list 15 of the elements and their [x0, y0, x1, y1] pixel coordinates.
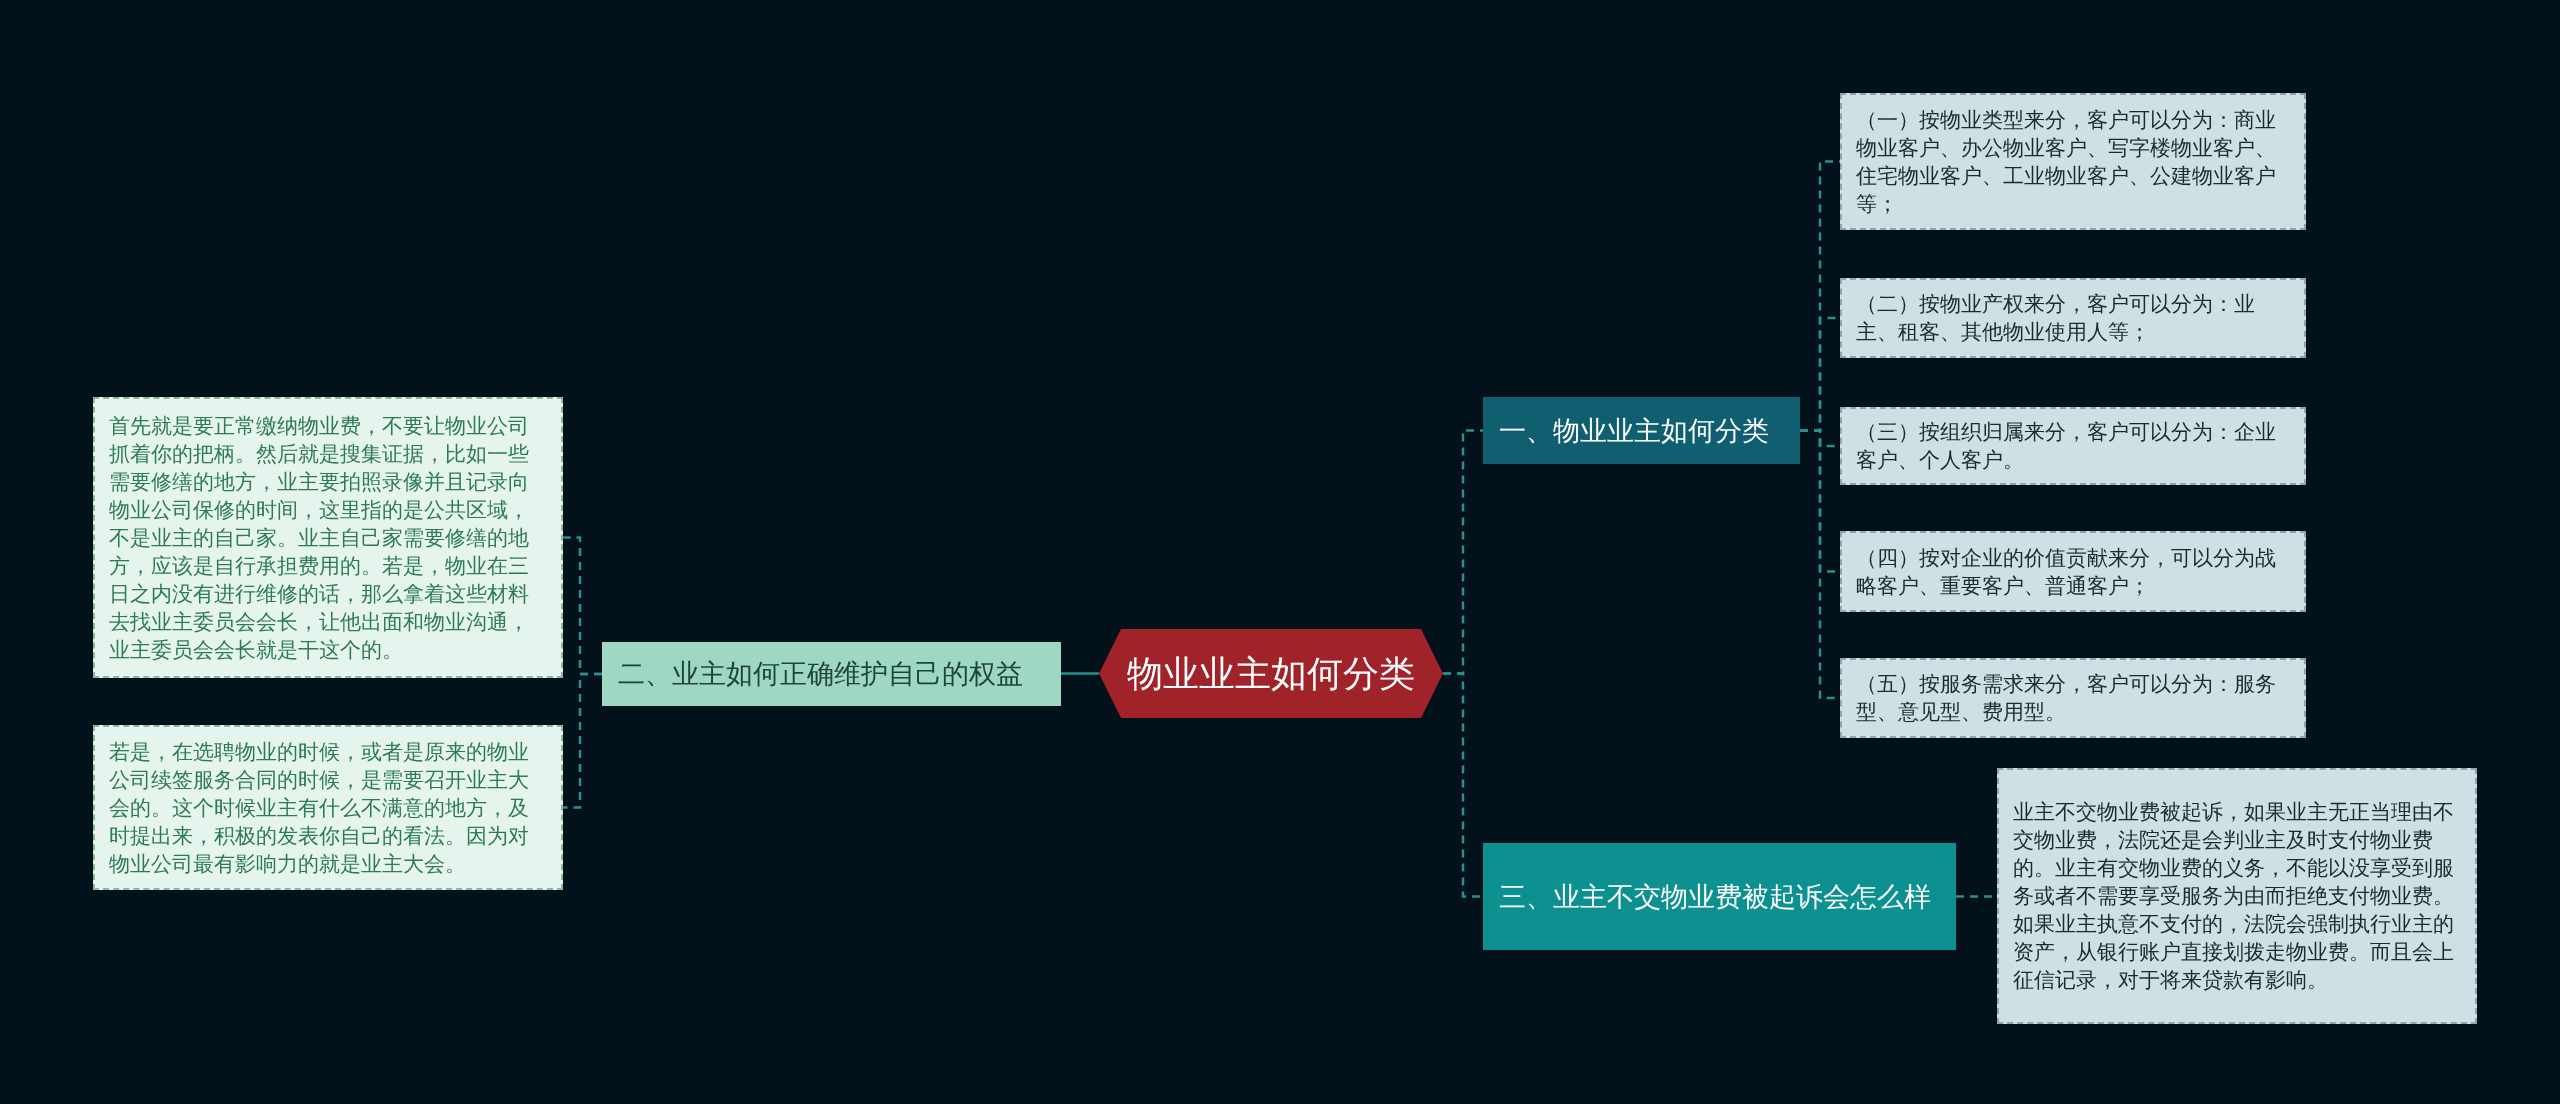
central-topic: 物业业主如何分类: [1099, 629, 1443, 718]
topic-box: 二、业主如何正确维护自己的权益: [602, 642, 1061, 706]
connector-line: [1061, 672, 1099, 675]
text-box: 首先就是要正常缴纳物业费，不要让物业公司抓着你的把柄。然后就是搜集证据，比如一些需要修缮的地方，业主要拍照录像并且记录向物业公司保修的时间，这里指的是公共区域，不是业主的自己家。业主自己家需要修缮的地方，应该是自行承担费用的。若是，物业在三日之内没有进行维修的话，那么拿着这些材料去找业主委员会会长，让他出面和物业沟通，业主委员会会长就是干这个的。: [93, 397, 563, 678]
text-box: （三）按组织归属来分，客户可以分为：企业客户、个人客户。: [1840, 407, 2306, 485]
text-box: 若是，在选聘物业的时候，或者是原来的物业公司续签服务合同的时候，是需要召开业主大会的。这个时候业主有什么不满意的地方，及时提出来，积极的发表你自己的看法。因为对物业公司最有影响力的就是业主大会。: [93, 725, 563, 890]
connector-line: [1443, 672, 1483, 898]
connector-line: [563, 672, 602, 809]
topic-box: 一、物业业主如何分类: [1483, 397, 1800, 464]
topic-box: 三、业主不交物业费被起诉会怎么样: [1483, 843, 1956, 950]
text-box: 业主不交物业费被起诉，如果业主无正当理由不交物业费，法院还是会判业主及时支付物业费的。业主有交物业费的义务，不能以没享受到服务或者不需要享受服务为由而拒绝支付物业费。如果业主执意不支付的，法院会强制执行业主的资产，从银行账户直接划拨走物业费。而且会上征信记录，对于将来贷款有影响。: [1997, 768, 2477, 1024]
text-box: （五）按服务需求来分，客户可以分为：服务型、意见型、费用型。: [1840, 658, 2306, 738]
text-box: （二）按物业产权来分，客户可以分为：业主、租客、其他物业使用人等；: [1840, 278, 2306, 358]
text-box: （四）按对企业的价值贡献来分，可以分为战略客户、重要客户、普通客户；: [1840, 531, 2306, 612]
text-box: （一）按物业类型来分，客户可以分为：商业物业客户、办公物业客户、写字楼物业客户、住宅物业客户、工业物业客户、公建物业客户等；: [1840, 93, 2306, 230]
